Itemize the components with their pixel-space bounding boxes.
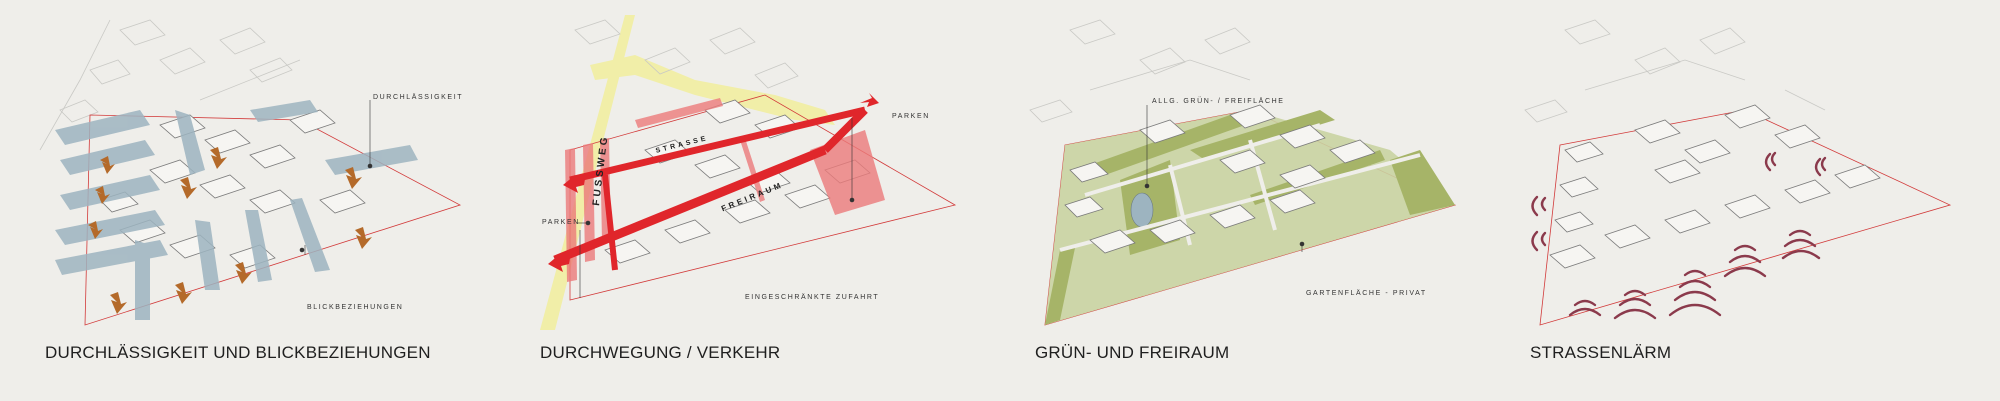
pond	[1130, 192, 1154, 228]
panel-street-noise: STRASSENLÄRM	[1485, 0, 1980, 401]
context-buildings	[1524, 19, 1826, 123]
label-private-garden: GARTENFLÄCHE - PRIVAT	[1306, 290, 1427, 297]
main-routes	[553, 106, 868, 271]
circulation-diagram	[540, 15, 957, 330]
context-buildings	[574, 19, 799, 89]
panel-title: DURCHWEGUNG / VERKEHR	[540, 343, 781, 362]
panel-permeability: DURCHLÄSSIGKEIT BLICKBEZIEHUNGEN DURCHLÄ…	[0, 0, 495, 401]
leader-lines	[299, 100, 373, 255]
panel-title: GRÜN- UND FREIRAUM	[1035, 343, 1230, 362]
context-buildings	[39, 19, 301, 151]
context-buildings	[1029, 19, 1251, 123]
label-parking-left: PARKEN	[542, 219, 580, 226]
leader-lines	[577, 118, 855, 298]
panel-green-space: ALLG. GRÜN- / FREIFLÄCHE GARTENFLÄCHE - …	[990, 0, 1485, 401]
label-public-green: ALLG. GRÜN- / FREIFLÄCHE	[1152, 98, 1285, 105]
street-noise-diagram	[1524, 19, 1952, 326]
site-boundary	[1539, 109, 1952, 326]
panel-title: DURCHLÄSSIGKEIT UND BLICKBEZIEHUNGEN	[45, 343, 431, 362]
site-buildings	[1549, 104, 1881, 269]
label-permeability: DURCHLÄSSIGKEIT	[373, 94, 464, 101]
label-restricted-access: EINGESCHRÄNKTE ZUFAHRT	[745, 294, 880, 301]
label-parking-right: PARKEN	[892, 113, 930, 120]
route-arrows	[548, 93, 879, 272]
panel-circulation: PARKEN PARKEN EINGESCHRÄNKTE ZUFAHRT FUS…	[495, 0, 990, 401]
site-buildings	[99, 109, 366, 269]
green-space-diagram	[1029, 19, 1457, 326]
panel-title: STRASSENLÄRM	[1530, 343, 1672, 362]
flow-arrows	[88, 147, 372, 314]
access-road	[590, 55, 835, 125]
noise-waves	[1531, 151, 1827, 320]
site-buildings	[1064, 104, 1376, 254]
sightline-corridors	[55, 100, 418, 320]
leader-lines	[1144, 105, 1305, 252]
label-views: BLICKBEZIEHUNGEN	[307, 304, 404, 311]
permeability-diagram	[39, 19, 462, 326]
